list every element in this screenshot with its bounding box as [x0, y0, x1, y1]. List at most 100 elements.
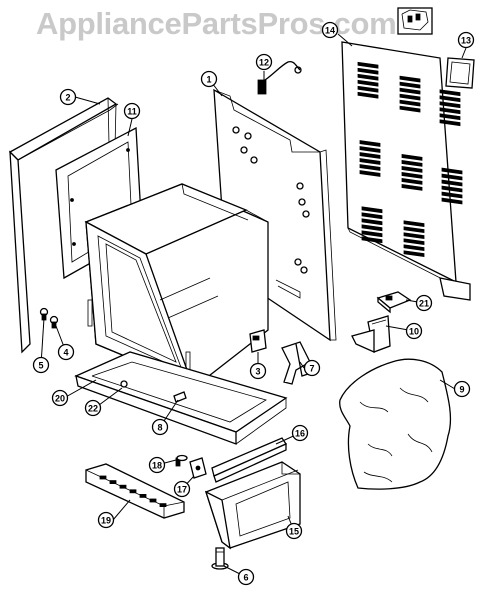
- vent-slot: [399, 93, 421, 101]
- part-screw-5[interactable]: [39, 307, 49, 321]
- callout-number: 11: [127, 107, 137, 117]
- part-rail[interactable]: [211, 437, 287, 483]
- callout-21: 21: [415, 294, 433, 312]
- vent-slot: [359, 170, 381, 177]
- panel-hole: [298, 198, 306, 206]
- callout-bubble: [405, 322, 423, 340]
- callout-number: 17: [177, 485, 187, 495]
- panel-hole: [244, 132, 252, 140]
- part-fastener-8[interactable]: [173, 391, 187, 403]
- callout-bubble: [291, 424, 309, 442]
- callout-number: 18: [152, 461, 162, 471]
- part-screw-4[interactable]: [49, 315, 59, 329]
- callout-13: 13: [457, 31, 475, 49]
- kick-slot: [129, 489, 137, 494]
- callout-12: 12: [255, 53, 273, 71]
- callout-number: 8: [157, 423, 162, 433]
- vent-slot: [439, 89, 461, 97]
- callout-8: 8: [151, 418, 169, 436]
- vent-slot: [357, 79, 379, 87]
- callout-bubble: [285, 522, 303, 540]
- vent-slot: [399, 87, 421, 95]
- vent-slot: [441, 173, 463, 181]
- callout-number: 7: [309, 364, 314, 374]
- callout-10: 10: [405, 322, 423, 340]
- part-drawer-bracket[interactable]: [204, 461, 301, 550]
- callout-bubble: [415, 294, 433, 312]
- vent-slot: [401, 184, 423, 191]
- vent-slot: [403, 226, 425, 234]
- vent-slot: [399, 99, 421, 107]
- callout-2: 2: [59, 88, 77, 106]
- vent-slot: [359, 158, 381, 165]
- vent-slot: [361, 224, 383, 232]
- callout-4: 4: [57, 343, 75, 361]
- callout-number: 15: [289, 527, 299, 537]
- vent-slot: [439, 95, 461, 103]
- part-door-frame[interactable]: [8, 97, 119, 354]
- callout-3: 3: [249, 362, 267, 380]
- callout-number: 3: [255, 367, 260, 377]
- part-screw-18[interactable]: [175, 454, 188, 467]
- callout-20: 20: [51, 389, 69, 407]
- callout-22: 22: [84, 399, 102, 417]
- vent-slot: [401, 160, 423, 167]
- part-small-bracket[interactable]: [249, 329, 267, 353]
- panel-hole: [232, 126, 240, 134]
- callout-bubble: [148, 456, 166, 474]
- vent-slot: [359, 164, 381, 171]
- vent-slot: [357, 67, 379, 75]
- callout-number: 4: [63, 348, 68, 358]
- callout-bubble: [173, 480, 191, 498]
- callout-bubble: [453, 380, 471, 398]
- kick-slot: [99, 475, 107, 480]
- panel-hole: [302, 210, 310, 218]
- callout-bubble: [321, 21, 339, 39]
- kick-slot: [119, 484, 127, 489]
- part-clip[interactable]: [189, 457, 207, 479]
- part-wire-harness[interactable]: [257, 60, 302, 95]
- callout-number: 5: [38, 361, 43, 371]
- vent-slot: [441, 179, 463, 187]
- part-fastener-22[interactable]: [120, 380, 128, 388]
- callout-number: 10: [409, 327, 419, 337]
- vent-slot: [441, 167, 463, 175]
- vent-slot: [403, 250, 425, 258]
- kick-slot: [159, 503, 167, 508]
- kick-plate-slots: [99, 475, 167, 508]
- kick-slot: [109, 480, 117, 485]
- part-insulation-blanket[interactable]: [339, 358, 452, 490]
- callout-1: 1: [200, 70, 218, 88]
- part-oven-cavity[interactable]: [84, 183, 269, 387]
- vent-slot: [399, 81, 421, 89]
- panel-hole: [296, 182, 304, 190]
- callout-bubble: [457, 31, 475, 49]
- callout-number: 9: [459, 385, 464, 395]
- part-kick-plate[interactable]: [85, 463, 185, 519]
- callout-bubble: [303, 359, 321, 377]
- part-bracket-21[interactable]: [376, 291, 412, 314]
- panel-hole: [294, 258, 302, 266]
- vent-slot: [361, 206, 383, 214]
- callout-number: 12: [259, 58, 269, 68]
- part-leveling-leg[interactable]: [211, 547, 229, 570]
- callout-bubble: [32, 356, 50, 374]
- callout-number: 6: [243, 573, 248, 583]
- part-back-panel[interactable]: [341, 41, 471, 301]
- part-angle-bracket[interactable]: [351, 315, 391, 354]
- callout-bubble: [200, 70, 218, 88]
- callout-number: 19: [101, 516, 111, 526]
- callout-bubble: [57, 343, 75, 361]
- vent-slot: [361, 236, 383, 244]
- callout-bubble: [151, 418, 169, 436]
- vent-slot: [361, 230, 383, 238]
- part-square-insulation[interactable]: [445, 57, 475, 89]
- vent-slot: [401, 154, 423, 161]
- range-thumbnail-icon: [397, 7, 433, 35]
- vent-slot: [361, 218, 383, 226]
- vent-slot: [403, 220, 425, 228]
- vent-slot: [401, 166, 423, 173]
